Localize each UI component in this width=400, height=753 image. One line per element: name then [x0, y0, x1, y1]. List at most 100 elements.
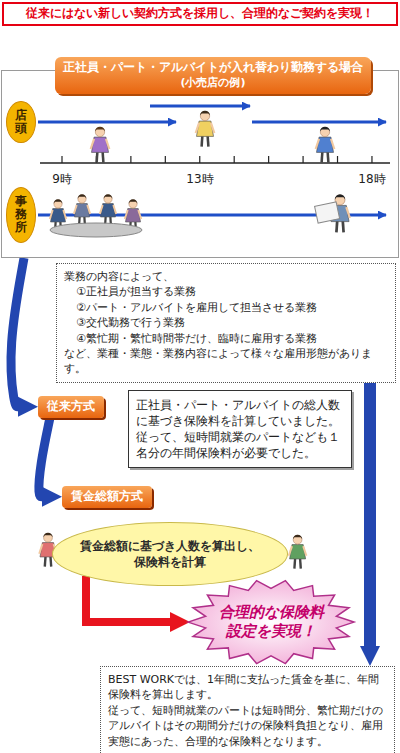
node-text: 賃金総額に基づき人数を算出し、: [80, 538, 260, 554]
arm: [316, 139, 319, 149]
note-box: 業務の内容によって、①正社員が担当する業務②パート・アルバイトを雇用して担当させ…: [56, 263, 396, 383]
node-text: 業務の内容によって、: [64, 269, 388, 284]
arm: [346, 207, 350, 218]
starburst-outline: [188, 581, 354, 664]
body: [126, 209, 141, 223]
head: [200, 111, 209, 120]
method-tag: 従来方式: [38, 396, 104, 418]
hair: [104, 194, 113, 198]
arm: [50, 210, 53, 219]
node-text: 従って、短時間就業のパートなども１名分の年間保険料が必要でした。: [136, 429, 344, 461]
note-box: BEST WORKでは、1年間に支払った賃金を基に、年間保険料を算出します。従っ…: [100, 666, 395, 753]
person-figure: [316, 127, 335, 163]
arm: [100, 205, 103, 214]
starburst: 合理的な保険料設定を実現！: [188, 580, 354, 664]
arm: [106, 139, 109, 149]
shift-arrow: [252, 121, 386, 124]
arm: [74, 205, 77, 214]
meeting-table: [50, 223, 142, 237]
node-text: ①正社員が担当する業務: [64, 284, 388, 299]
body: [197, 121, 214, 136]
arm: [63, 210, 66, 219]
hair: [43, 533, 52, 538]
newspaper: [315, 202, 340, 223]
person-figure: [196, 111, 215, 147]
axis-tick: [199, 156, 200, 163]
axis-tick: [234, 156, 235, 163]
arm: [91, 139, 94, 149]
head: [293, 535, 302, 544]
flow-arrow: [364, 383, 376, 646]
hair: [293, 535, 302, 540]
axis-tick: [165, 156, 166, 163]
process-box: 正社員・パート・アルバイトの総人数に基づき保険料を計算していました。従って、短時…: [128, 390, 352, 468]
time-label: 9時: [52, 172, 72, 186]
head: [129, 200, 137, 208]
head: [95, 127, 104, 136]
arm: [39, 544, 42, 554]
person-figure: [91, 127, 110, 163]
method-tag: 賃金総額方式: [62, 486, 152, 508]
axis-tick: [61, 156, 62, 163]
hair: [200, 111, 210, 116]
process-ellipse: 賃金総額に基づき人数を算出し、保険料を計算: [52, 522, 288, 586]
node-text: 事務所: [15, 195, 27, 235]
body: [317, 137, 334, 152]
axis-tick: [371, 156, 372, 163]
head: [54, 200, 62, 208]
arm: [303, 546, 306, 556]
hair: [335, 194, 345, 199]
body: [92, 137, 109, 152]
title-bar: 従来にはない新しい契約方式を採用し、合理的なご契約を実現！: [2, 2, 398, 26]
node-text: BEST WORKでは、1年間に支払った賃金を基に、年間保険料を算出します。: [108, 672, 387, 703]
time-label: 13時: [186, 172, 213, 186]
body: [51, 209, 66, 223]
shift-arrow: [38, 121, 176, 124]
axis-tick: [302, 156, 303, 163]
flow-arrow: [39, 418, 50, 497]
head: [78, 195, 86, 203]
hair: [320, 127, 330, 132]
hair: [95, 127, 105, 132]
hair: [129, 199, 138, 203]
header-text: 正社員・パート・アルバイトが入れ替わり勤務する場合: [59, 60, 367, 76]
arm: [196, 123, 199, 133]
head: [320, 127, 329, 136]
time-label: 18時: [358, 172, 385, 186]
person-figure: [289, 535, 307, 569]
axis-tick: [337, 156, 338, 163]
arm: [138, 210, 141, 219]
hair: [54, 199, 63, 203]
arm: [289, 546, 292, 556]
arm: [87, 205, 90, 214]
person-figure: [100, 194, 117, 226]
axis-tick: [130, 156, 131, 163]
header-text: (小売店の例): [59, 76, 367, 90]
node-text: ③交代勤務で行う業務: [64, 315, 388, 330]
node-text: 保険料を計算: [134, 554, 206, 570]
place-badge: 店頭: [6, 101, 36, 143]
arm: [211, 123, 214, 133]
body: [75, 204, 90, 218]
node-text: ②パート・アルバイトを雇用して担当させる業務: [64, 300, 388, 315]
node-text: など、業種・業態・業務内容によって様々な雇用形態があります。: [64, 346, 388, 377]
place-badge: 事務所: [6, 187, 36, 243]
node-text: 正社員・パート・アルバイトの総人数に基づき保険料を計算していました。: [136, 397, 344, 429]
arm: [331, 139, 334, 149]
head: [44, 533, 53, 542]
node-text: 店頭: [15, 109, 27, 135]
scenario-panel: 正社員・パート・アルバイトが入れ替わり勤務する場合(小売店の例)店頭事務所: [1, 70, 399, 258]
node-text: 賃金総額方式: [71, 489, 143, 505]
person-figure: [74, 194, 91, 226]
node-text: 従来方式: [47, 399, 95, 415]
node-text: 設定を実現！: [226, 622, 316, 642]
node-text: 従って、短時間就業のパートは短時間分、繁忙期だけのアルバイトはその期間分だけの保…: [108, 703, 387, 749]
hair: [78, 194, 87, 198]
body: [101, 204, 116, 218]
shift-arrow: [150, 105, 250, 108]
head: [104, 195, 112, 203]
arm: [113, 205, 116, 214]
body: [290, 545, 306, 559]
node-text: ④繁忙期・繁忙時間帯だけ、臨時に雇用する業務: [64, 331, 388, 346]
